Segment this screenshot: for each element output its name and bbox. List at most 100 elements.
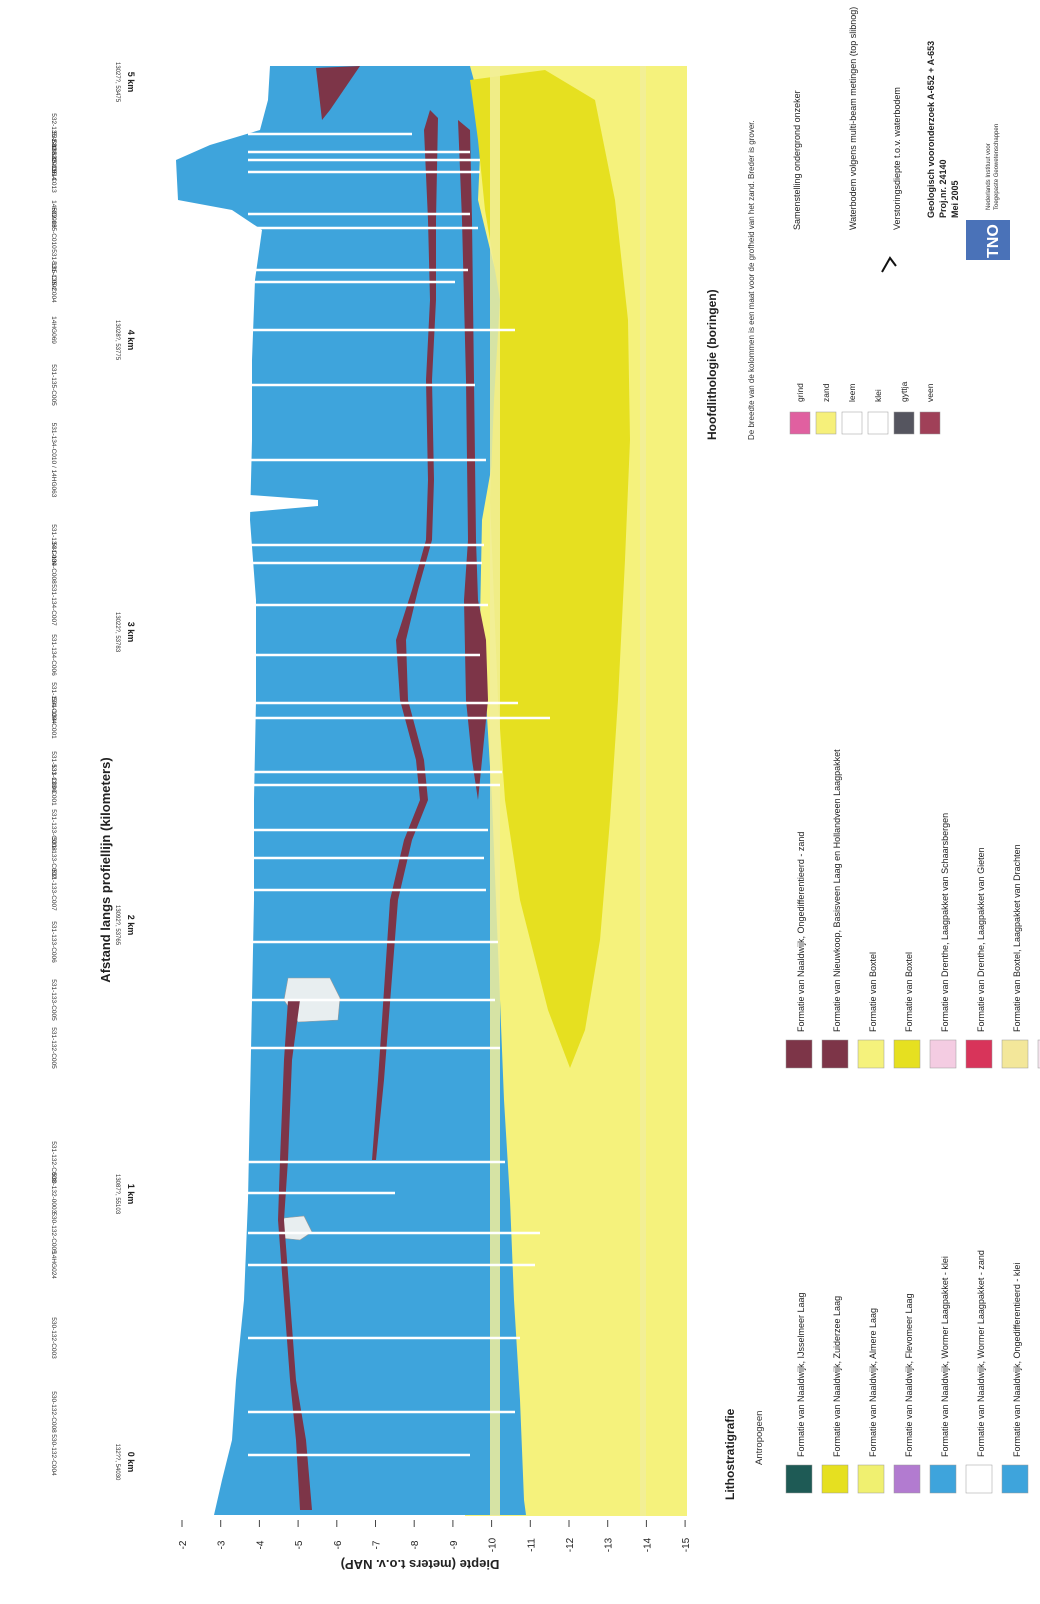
project-line-3: Mei 2005 [950, 180, 960, 218]
legend-litho-swatch [821, 1464, 849, 1494]
depth-tick-label: -5 [294, 1540, 305, 1549]
borehole-label: 531-132-C003 [50, 1141, 57, 1183]
legend-hoofd-swatch [789, 411, 811, 435]
borehole-label: 531-133-C006 [50, 921, 57, 963]
legend-hoofd-swatch [815, 411, 837, 435]
x-axis-title: Afstand langs profiellijn (kilometers) [98, 757, 113, 982]
legend-litho-label: Formatie van Naaldwijk, Almere Laag [868, 1308, 878, 1457]
borehole-label: 532-135-C012 [50, 113, 57, 155]
legend-litho-swatch [965, 1464, 993, 1494]
y-axis-title: Diepte (meters t.o.v. NAP) [341, 1557, 500, 1572]
legend-litho-swatch [893, 1039, 921, 1069]
legend-extra-label: Waterbodem volgens multi-beam metingen (… [848, 7, 858, 230]
depth-tick-label: -11 [526, 1538, 537, 1552]
uncertainty-bars [490, 66, 646, 1516]
depth-tick-label: -4 [255, 1540, 266, 1549]
legend-litho-swatch [1037, 1039, 1040, 1069]
borehole-label: 531-133-C008 [50, 809, 57, 851]
depth-tick-label: -3 [217, 1540, 228, 1549]
legend-hoofd-swatch [919, 411, 941, 435]
legend-litho-swatch [893, 1464, 921, 1494]
depth-tick-label: -6 [333, 1540, 344, 1549]
km-marker-coord: 13092?, 53765 [114, 905, 120, 946]
legend-litho-label: Formatie van Naaldwijk, Wormer Laagpakke… [976, 1250, 986, 1457]
legend-lithostratigrafie: Lithostratigrafie Antropogeen Formatie v… [723, 749, 1040, 1500]
km-marker-coord: 13027?, 53475 [114, 62, 120, 103]
legend-extra-label: Samenstelling ondergrond onzeker [792, 90, 802, 230]
legend-litho-swatch [785, 1039, 813, 1069]
borehole-label: 531-134-C008 [50, 542, 57, 584]
borehole-label: 531-134-C007 [50, 584, 57, 626]
legend-litho-swatch [857, 1039, 885, 1069]
peat-layer-lower [278, 1000, 312, 1510]
legend-litho-items: Formatie van Naaldwijk, IJsselmeer Laag F… [785, 749, 1040, 1494]
depth-tick-label: -13 [604, 1537, 615, 1552]
km-marker-coord: 13028?, 53775 [114, 320, 120, 361]
legend-litho-heading: Lithostratigrafie [723, 1408, 737, 1500]
profile-section [176, 66, 687, 1516]
legend-litho-label: Formatie van Nieuwkoop, Basisveen Laag e… [832, 749, 842, 1032]
legend-hoofd-label: zand [821, 383, 831, 402]
km-marker-label: 0 km [126, 1452, 136, 1473]
borehole-label: 530-132-0003 [50, 1173, 57, 1214]
depth-tick-label: -14 [642, 1537, 653, 1552]
legend-hoofd-label: veen [925, 383, 935, 402]
depth-tick-label: -2 [178, 1540, 189, 1549]
legend-extra-items: Samenstelling ondergrond onzeker Waterbod… [792, 7, 902, 273]
km-marker-label: 5 km [126, 72, 136, 93]
borehole-label: 532-135-C013 [50, 151, 57, 193]
org-name-line-1: Nederlands Instituut voor [986, 143, 992, 210]
depth-axis: -2-3-4-5-6-7-8-9-10-11-12-13-14-15 [178, 1520, 692, 1552]
legend-litho-label: Formatie van Boxtel [868, 952, 878, 1032]
legend-litho-label: Formatie van Drenthe, Laagpakket van Sch… [940, 813, 950, 1032]
legend-litho-swatch [785, 1464, 813, 1494]
km-marker-coord: 132??, 54030 [114, 1444, 120, 1481]
legend-litho-label: Formatie van Naaldwijk, Flevomeer Laag [904, 1293, 914, 1457]
legend-hoofd-swatch [841, 411, 863, 435]
org-logo: TNO Nederlands Instituut voor Toegepaste… [966, 124, 1010, 260]
borehole-label: 532-135-C014 [50, 139, 57, 181]
boxtel-lens [470, 70, 630, 1068]
borehole-label: 14HG024 [50, 1251, 57, 1279]
depth-tick-label: -8 [410, 1540, 421, 1549]
borehole-label: 531-134-C009 [50, 524, 57, 566]
project-info: Geologisch vooronderzoek A-652 + A-653 P… [926, 41, 960, 218]
borehole-label: 530-132-C008 [50, 1391, 57, 1433]
legend-hoofd-label: grind [795, 383, 805, 402]
borehole-label: 531-133-C009 [50, 751, 57, 793]
legend-litho-label: Formatie van Boxtel [904, 952, 914, 1032]
legend-litho-label: Formatie van Naaldwijk, IJsselmeer Laag [796, 1292, 806, 1457]
legend-litho-swatch [965, 1039, 993, 1069]
legend-litho-label: Formatie van Naaldwijk, Zuiderzee Laag [832, 1296, 842, 1457]
peat-layer-middle [372, 110, 438, 1160]
peat-top-patch [316, 66, 360, 120]
legend-litho-swatch [857, 1464, 885, 1494]
borehole-label: 531-133-C001 [50, 764, 57, 806]
borehole-label: 14HG069 [50, 316, 57, 344]
borehole-label: 531-132-C005 [50, 1027, 57, 1069]
borehole-lines [248, 132, 550, 1457]
legend-litho-label: Formatie van Drenthe, Laagpakket van Gie… [976, 847, 986, 1032]
legend-hoofd-swatch [893, 411, 915, 435]
legend-litho-swatch [821, 1039, 849, 1069]
project-line-2: Proj.nr. 24140 [938, 159, 948, 218]
km-marker-label: 2 km [126, 915, 136, 936]
legend-hoofd-heading: Hoofdlithologie (boringen) [705, 289, 719, 440]
borehole-label: 531-134-C006 [50, 634, 57, 676]
legend-hoofdlithologie: Hoofdlithologie (boringen) De breedte va… [705, 120, 941, 440]
borehole-label: 531-135-C004 [50, 261, 57, 303]
borehole-label: 530-132-C004 [50, 1434, 57, 1476]
legend-litho-label: Formatie van Boxtel, Laagpakket van Drac… [1012, 844, 1022, 1032]
legend-litho-label: Formatie van Naaldwijk, Ongedifferentiee… [796, 832, 806, 1032]
borehole-labels: 530-132-C004530-132-C008530-132-C00314HG… [50, 113, 57, 1476]
legend-extra-label: Verstoringsdiepte t.o.v. waterbodem [892, 87, 902, 230]
borehole-label: 530-132-C005 [50, 1212, 57, 1254]
disturbance-depth-icon [881, 256, 897, 273]
legend-hoofd-label: klei [873, 389, 883, 402]
legend-litho-label: Formatie van Naaldwijk, Ongedifferentiee… [1012, 1263, 1022, 1457]
legend-litho-swatch [1001, 1464, 1029, 1494]
legend-hoofd-swatch [867, 411, 889, 435]
